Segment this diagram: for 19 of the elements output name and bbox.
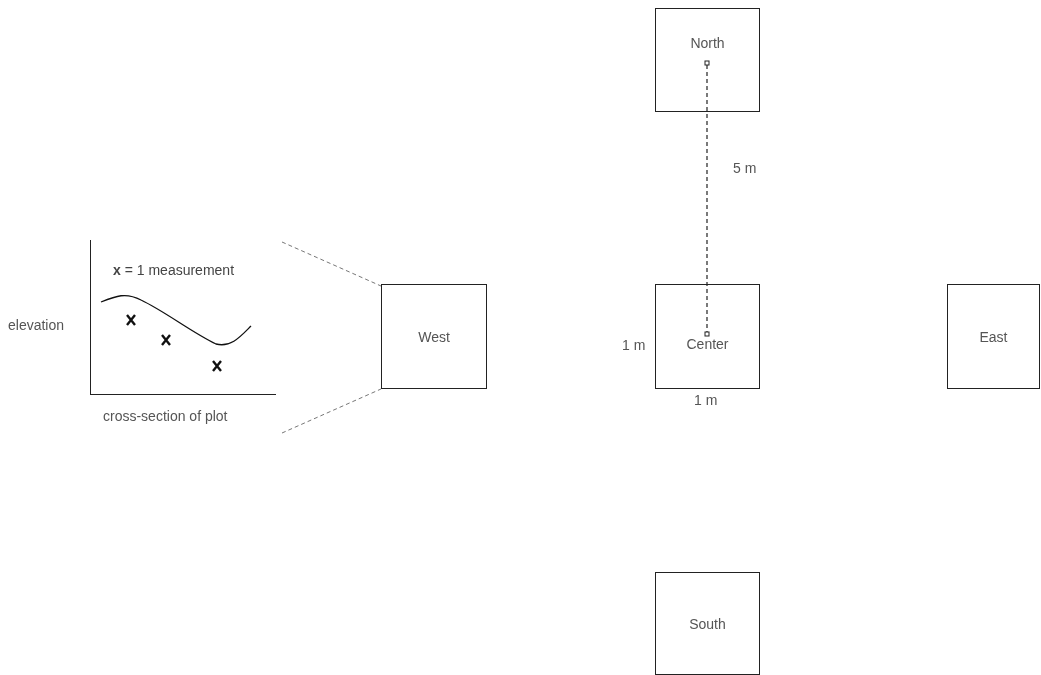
plot-square [655, 284, 760, 389]
plot-square [655, 8, 760, 112]
dimension-label: 1 m [622, 337, 646, 353]
axis-label: elevation [8, 317, 65, 333]
zoom-line [281, 388, 382, 434]
distance-label: 5 m [733, 160, 757, 176]
plot-name: South [689, 615, 726, 632]
zoom-line [281, 241, 382, 287]
plot-square [655, 572, 760, 675]
elevation-chart [90, 240, 276, 395]
plot-name: North [690, 35, 725, 51]
plot-square [381, 284, 487, 389]
plot-name: Center [686, 336, 729, 352]
plot-name: East [979, 328, 1008, 345]
dimension-label: 1 m [694, 392, 718, 408]
plot-name: West [418, 328, 450, 345]
axis-label: cross-section of plot [103, 408, 228, 424]
plot-square [947, 284, 1040, 389]
legend-text: x = 1 measurement [113, 262, 235, 278]
